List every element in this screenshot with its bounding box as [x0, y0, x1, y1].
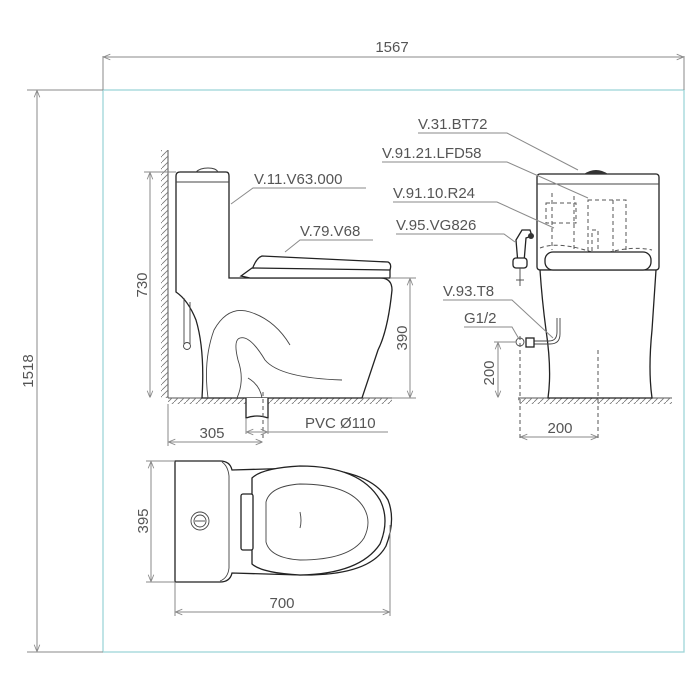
top-width-label: 395	[135, 508, 152, 533]
top-length-label: 700	[269, 595, 294, 612]
overall-width-label: 1567	[375, 39, 408, 56]
label-inlet-thread: G1/2	[464, 310, 497, 327]
top-view: 395 700	[135, 460, 393, 616]
drain-offset-label: 305	[199, 425, 224, 442]
label-fill-valve: V.91.21.LFD58	[382, 145, 482, 162]
overall-width-dimension: 1567	[102, 39, 685, 90]
overall-height-dimension: 1518	[20, 89, 103, 653]
front-floor-hatch	[518, 398, 672, 404]
floor-hatch	[168, 398, 392, 404]
label-bidet-spray: V.95.VG826	[396, 217, 476, 234]
side-height-label: 730	[134, 272, 151, 297]
side-view: V.11.V63.000 V.79.V68 730 390 305 PVC Ø1…	[134, 150, 416, 446]
label-body: V.11.V63.000	[254, 171, 342, 188]
label-hose: V.93.T8	[443, 283, 494, 300]
drawing-frame	[102, 89, 685, 653]
seat-height-label: 390	[394, 325, 411, 350]
label-flush-button: V.31.BT72	[418, 116, 488, 133]
label-flush-valve: V.91.10.R24	[393, 185, 475, 202]
overall-height-label: 1518	[20, 354, 37, 387]
bidet-spray	[512, 229, 534, 286]
wall-hatch	[161, 150, 168, 398]
label-seat: V.79.V68	[300, 223, 360, 240]
front-view: V.31.BT72 V.91.21.LFD58 V.91.10.R24 V.95…	[382, 116, 672, 440]
inlet-offset-label: 200	[547, 420, 572, 437]
drain-pipe-label: PVC Ø110	[305, 415, 376, 432]
inlet-height-label: 200	[481, 360, 498, 385]
